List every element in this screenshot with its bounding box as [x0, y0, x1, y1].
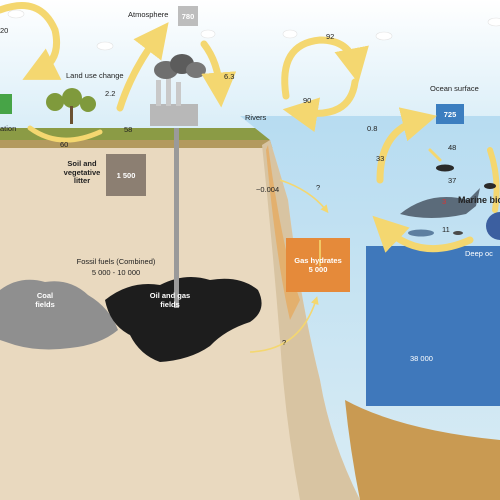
marine-biota-label: Marine bio [458, 195, 500, 205]
soil-box [106, 154, 146, 196]
ocean-surface-value: 725 [443, 109, 457, 119]
flow-marine-up: 48 [448, 143, 457, 152]
flow-land-to-air: 58 [124, 125, 133, 134]
clouds [7, 9, 500, 51]
coal-field [0, 279, 118, 350]
soil-label: Soil and vegetative litter [63, 159, 101, 186]
vegetation-label: ation [0, 124, 17, 133]
flow-surface-down: 33 [376, 154, 385, 163]
rivers-label: Rivers [245, 113, 267, 122]
marine-biota-creatures [400, 164, 500, 240]
deep-ocean-label: Deep oc [465, 249, 493, 258]
thin-arrows [249, 179, 329, 353]
ocean-surface-label: Ocean surface [430, 84, 479, 93]
atmosphere-value: 780 [181, 11, 195, 21]
vegetation-box [0, 94, 12, 114]
soil-value: 1 500 [116, 170, 136, 180]
gas-hydrates: Gas hydrates 5 000 [286, 238, 350, 292]
flow-seabed: ~0.004 [256, 185, 280, 194]
coal-fields-label: Coal fields [35, 291, 55, 309]
flow-marine-mid: 11 [442, 225, 450, 234]
flow-marine-small: 3 [442, 197, 447, 206]
atmosphere-label: Atmosphere [128, 10, 169, 19]
land-use-change-value: 2.2 [105, 89, 116, 98]
flow-arrows [0, 2, 500, 253]
trees [46, 88, 96, 124]
flow-rivers-value: 0.8 [367, 124, 378, 133]
flow-question-2: ? [282, 338, 287, 347]
flow-ocean-release: 90 [303, 96, 312, 105]
flow-veg-to-soil: 60 [60, 140, 69, 149]
flow-top-left: 20 [0, 26, 9, 35]
flow-ocean-uptake: 92 [326, 32, 335, 41]
oil-gas-field [105, 276, 262, 362]
flow-question-1: ? [316, 183, 321, 192]
fossil-fuels-label: Fossil fuels (Combined) [76, 257, 156, 266]
land-use-change-label: Land use change [66, 71, 124, 80]
deep-ocean [366, 246, 500, 406]
factory [150, 54, 206, 126]
oil-gas-label: Oil and gas fields [149, 291, 191, 309]
ocean-surface-box [436, 104, 464, 124]
flow-fossil-emission: 6.3 [224, 72, 235, 81]
oil-well-pipe [174, 128, 179, 308]
gas-hydrates-value: 5 000 [308, 265, 328, 274]
flow-marine-down: 37 [448, 176, 457, 185]
gas-hydrates-box [286, 238, 350, 292]
gas-hydrates-label: Gas hydrates [294, 256, 342, 265]
atmosphere-box [178, 6, 198, 26]
continental-slope [262, 140, 360, 500]
sea-floor [345, 400, 500, 500]
fossil-fuels-value: 5 000 - 10 000 [91, 268, 141, 277]
deep-ocean-value: 38 000 [410, 354, 433, 363]
